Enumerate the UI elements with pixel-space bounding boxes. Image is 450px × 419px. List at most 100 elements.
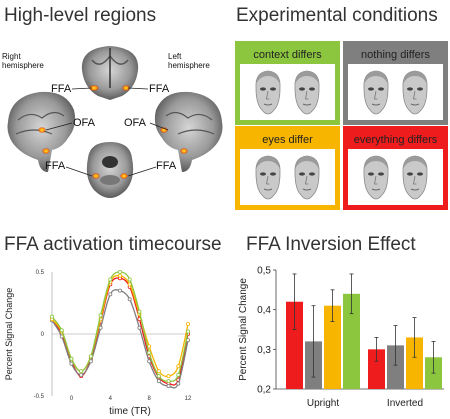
series-point-3 — [69, 356, 74, 361]
ffa-label-top-left: FFA — [51, 83, 72, 95]
series-point-3 — [127, 277, 132, 282]
face-eye — [407, 87, 414, 91]
y-tick-label: 0,4 — [257, 305, 271, 316]
timecourse-title: FFA activation timecourse — [4, 234, 222, 255]
right-hemisphere-slice — [7, 91, 76, 172]
face-nose — [265, 90, 270, 100]
y-tick-label: 0 — [41, 332, 45, 338]
face-nose — [413, 90, 417, 100]
face-mouth — [411, 188, 420, 191]
conditions-title: Experimental conditions — [236, 5, 438, 26]
face-mouth — [263, 188, 272, 191]
y-axis-label: Percent Signal Change — [238, 278, 249, 381]
face-hair — [255, 71, 280, 84]
coronal-slice — [81, 46, 139, 100]
condition-context-differs: context differs — [235, 41, 340, 125]
face-image — [363, 70, 389, 115]
bar-upright-3 — [343, 293, 360, 389]
face-hair — [403, 71, 428, 84]
face-hair — [403, 156, 428, 169]
face-image — [402, 155, 428, 200]
bar-inverted-0 — [368, 349, 385, 389]
series-point-1 — [98, 325, 103, 330]
y-tick-label: 0.5 — [36, 270, 45, 276]
face-mouth — [371, 188, 380, 191]
category-label: Upright — [307, 398, 339, 409]
face-nose — [265, 175, 270, 185]
face-eye — [417, 87, 424, 91]
series-point-3 — [79, 369, 84, 374]
series-point-3 — [59, 328, 64, 333]
condition-label: everything differs — [343, 131, 448, 149]
y-axis-label: Percent Signal Change — [4, 288, 14, 381]
regions-title: High-level regions — [4, 5, 157, 26]
condition-label: eyes differ — [235, 131, 340, 149]
series-point-1 — [108, 292, 113, 297]
face-eye — [417, 172, 424, 176]
face-eye — [309, 87, 316, 91]
ffa-label-top-right: FFA — [149, 83, 170, 95]
left-hemisphere-slice — [154, 91, 223, 172]
series-point-3 — [50, 314, 55, 319]
face-eye — [269, 172, 276, 176]
face-mouth — [411, 103, 420, 106]
face-nose — [413, 175, 417, 185]
axial-slice — [86, 142, 134, 198]
condition-everything-differs: everything differs — [343, 126, 448, 210]
series-point-3 — [176, 372, 181, 377]
series-point-1 — [79, 372, 84, 377]
face-eye — [309, 172, 316, 176]
face-eye — [407, 172, 414, 176]
bar-upright-0 — [286, 301, 303, 389]
series-point-3 — [118, 269, 123, 274]
brain-slices-illustration — [7, 46, 223, 198]
x-tick-label: 12 — [185, 396, 192, 402]
series-point-1 — [69, 361, 74, 366]
y-tick-label: 0,2 — [257, 385, 271, 396]
series-line-1 — [51, 289, 189, 389]
series-point-2 — [156, 369, 161, 374]
face-hair — [295, 71, 320, 84]
x-tick-label: 0 — [70, 396, 74, 402]
series-point-1 — [147, 359, 152, 364]
series-point-3 — [156, 374, 161, 379]
face-hair — [255, 156, 280, 169]
face-mouth — [303, 188, 312, 191]
series-point-3 — [166, 379, 171, 384]
series-point-3 — [88, 354, 93, 359]
face-hair — [363, 156, 388, 169]
y-tick-label: 0,5 — [257, 266, 271, 277]
series-point-1 — [137, 325, 142, 330]
series-point-3 — [137, 309, 142, 314]
x-tick-label: 4 — [109, 396, 113, 402]
left-hemisphere-label: Left hemisphere — [168, 52, 210, 70]
series-point-1 — [176, 381, 181, 386]
face-eye — [299, 172, 306, 176]
face-image — [363, 155, 389, 200]
ofa-label-right: OFA — [124, 117, 147, 129]
bar-upright-2 — [324, 305, 341, 389]
series-point-3 — [185, 329, 190, 334]
face-image — [294, 155, 320, 200]
face-image — [255, 155, 281, 200]
face-eye — [377, 172, 384, 176]
series-point-2 — [118, 273, 123, 278]
category-label: Inverted — [387, 398, 423, 409]
ofa-label-left: OFA — [73, 117, 96, 129]
series-point-2 — [166, 374, 171, 379]
face-eye — [299, 87, 306, 91]
face-mouth — [371, 103, 380, 106]
face-mouth — [263, 103, 272, 106]
face-nose — [373, 175, 378, 185]
face-eye — [259, 87, 266, 91]
series-point-2 — [185, 322, 190, 327]
face-nose — [305, 90, 309, 100]
bar-inverted-1 — [387, 345, 404, 389]
series-point-3 — [98, 313, 103, 318]
ffa-label-bottom-left: FFA — [45, 160, 66, 172]
series-line-0 — [51, 277, 189, 386]
ffa-label-bottom-right: FFA — [156, 160, 177, 172]
label-pointer-lines — [45, 87, 169, 177]
y-tick-label: 0,3 — [257, 345, 271, 356]
